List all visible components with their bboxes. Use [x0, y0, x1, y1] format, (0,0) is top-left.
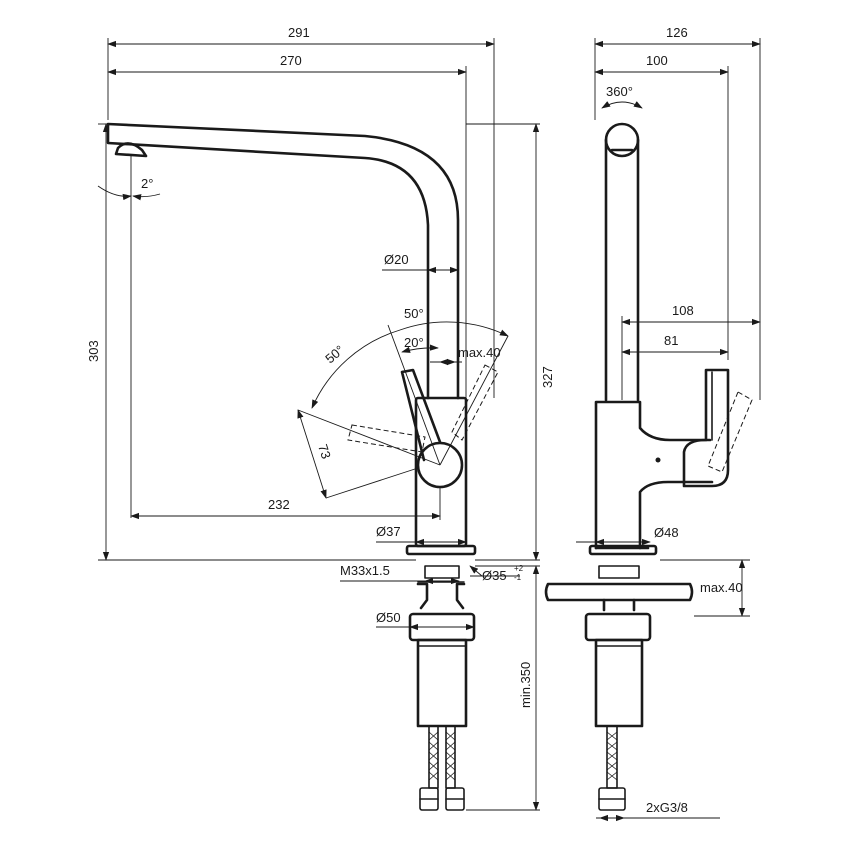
supply-hoses	[419, 725, 465, 811]
clamp	[416, 582, 466, 610]
aerator	[114, 142, 148, 158]
supply-hose-side	[598, 725, 626, 811]
dim-min-length: min.350	[518, 662, 533, 708]
dim-base-diameter: Ø48	[654, 525, 679, 540]
dim-lever-angle-upper: 50°	[404, 306, 424, 321]
thread-nut	[424, 565, 460, 579]
base-plate	[405, 544, 477, 556]
dim-spout-angle: 2°	[141, 176, 153, 191]
dim-spout-depth: 100	[646, 53, 668, 68]
dim-flange-diameter: Ø50	[376, 610, 401, 625]
lever-alt-left	[347, 424, 426, 453]
dim-lever-angle-inner: 20°	[404, 335, 424, 350]
dim-lever-reach-side: 81	[664, 333, 678, 348]
dim-hole-tol-minus: -1	[514, 573, 522, 582]
lever-side	[682, 368, 730, 488]
dim-overall-depth: 126	[666, 25, 688, 40]
spout-side	[604, 138, 640, 402]
dimensions-front	[97, 38, 540, 811]
dim-hole-diameter: Ø35	[482, 568, 507, 583]
ribbed-shank-side	[594, 638, 644, 728]
dim-connection: 2xG3/8	[646, 800, 688, 815]
dim-lever-clearance: max.40	[458, 345, 501, 360]
ribbed-shank	[416, 638, 468, 728]
dim-lever-reach: 232	[268, 497, 290, 512]
mount-flange-side	[584, 612, 652, 642]
dim-deck-thickness: max.40	[700, 580, 743, 595]
dimensions-side	[576, 38, 761, 822]
front-view: 291 270 303 327 2° Ø20 50° 50° 20° max.4…	[86, 25, 555, 811]
dim-thread: M33x1.5	[340, 563, 390, 578]
indicator-dot	[655, 457, 661, 463]
lever-side-alt	[707, 391, 753, 473]
dim-hole-tol-plus: +2	[514, 564, 524, 573]
dim-overall-height: 327	[540, 366, 555, 388]
dim-lever-reach-max: 108	[672, 303, 694, 318]
deck-plate	[544, 582, 694, 602]
base-plate-side	[588, 544, 658, 556]
dim-outlet-reach: 270	[280, 53, 302, 68]
dim-lever-length: 73	[315, 442, 334, 460]
dim-rotation: 360°	[606, 84, 633, 99]
dim-spout-diameter: Ø20	[384, 252, 409, 267]
dim-body-diameter: Ø37	[376, 524, 401, 539]
dim-overall-width: 291	[288, 25, 310, 40]
dim-outlet-height: 303	[86, 340, 101, 362]
spout-outline	[106, 122, 460, 400]
body-side	[594, 400, 714, 550]
side-view: 126 100 360° 108 81 Ø48 max.40 2xG3/8	[544, 25, 761, 822]
